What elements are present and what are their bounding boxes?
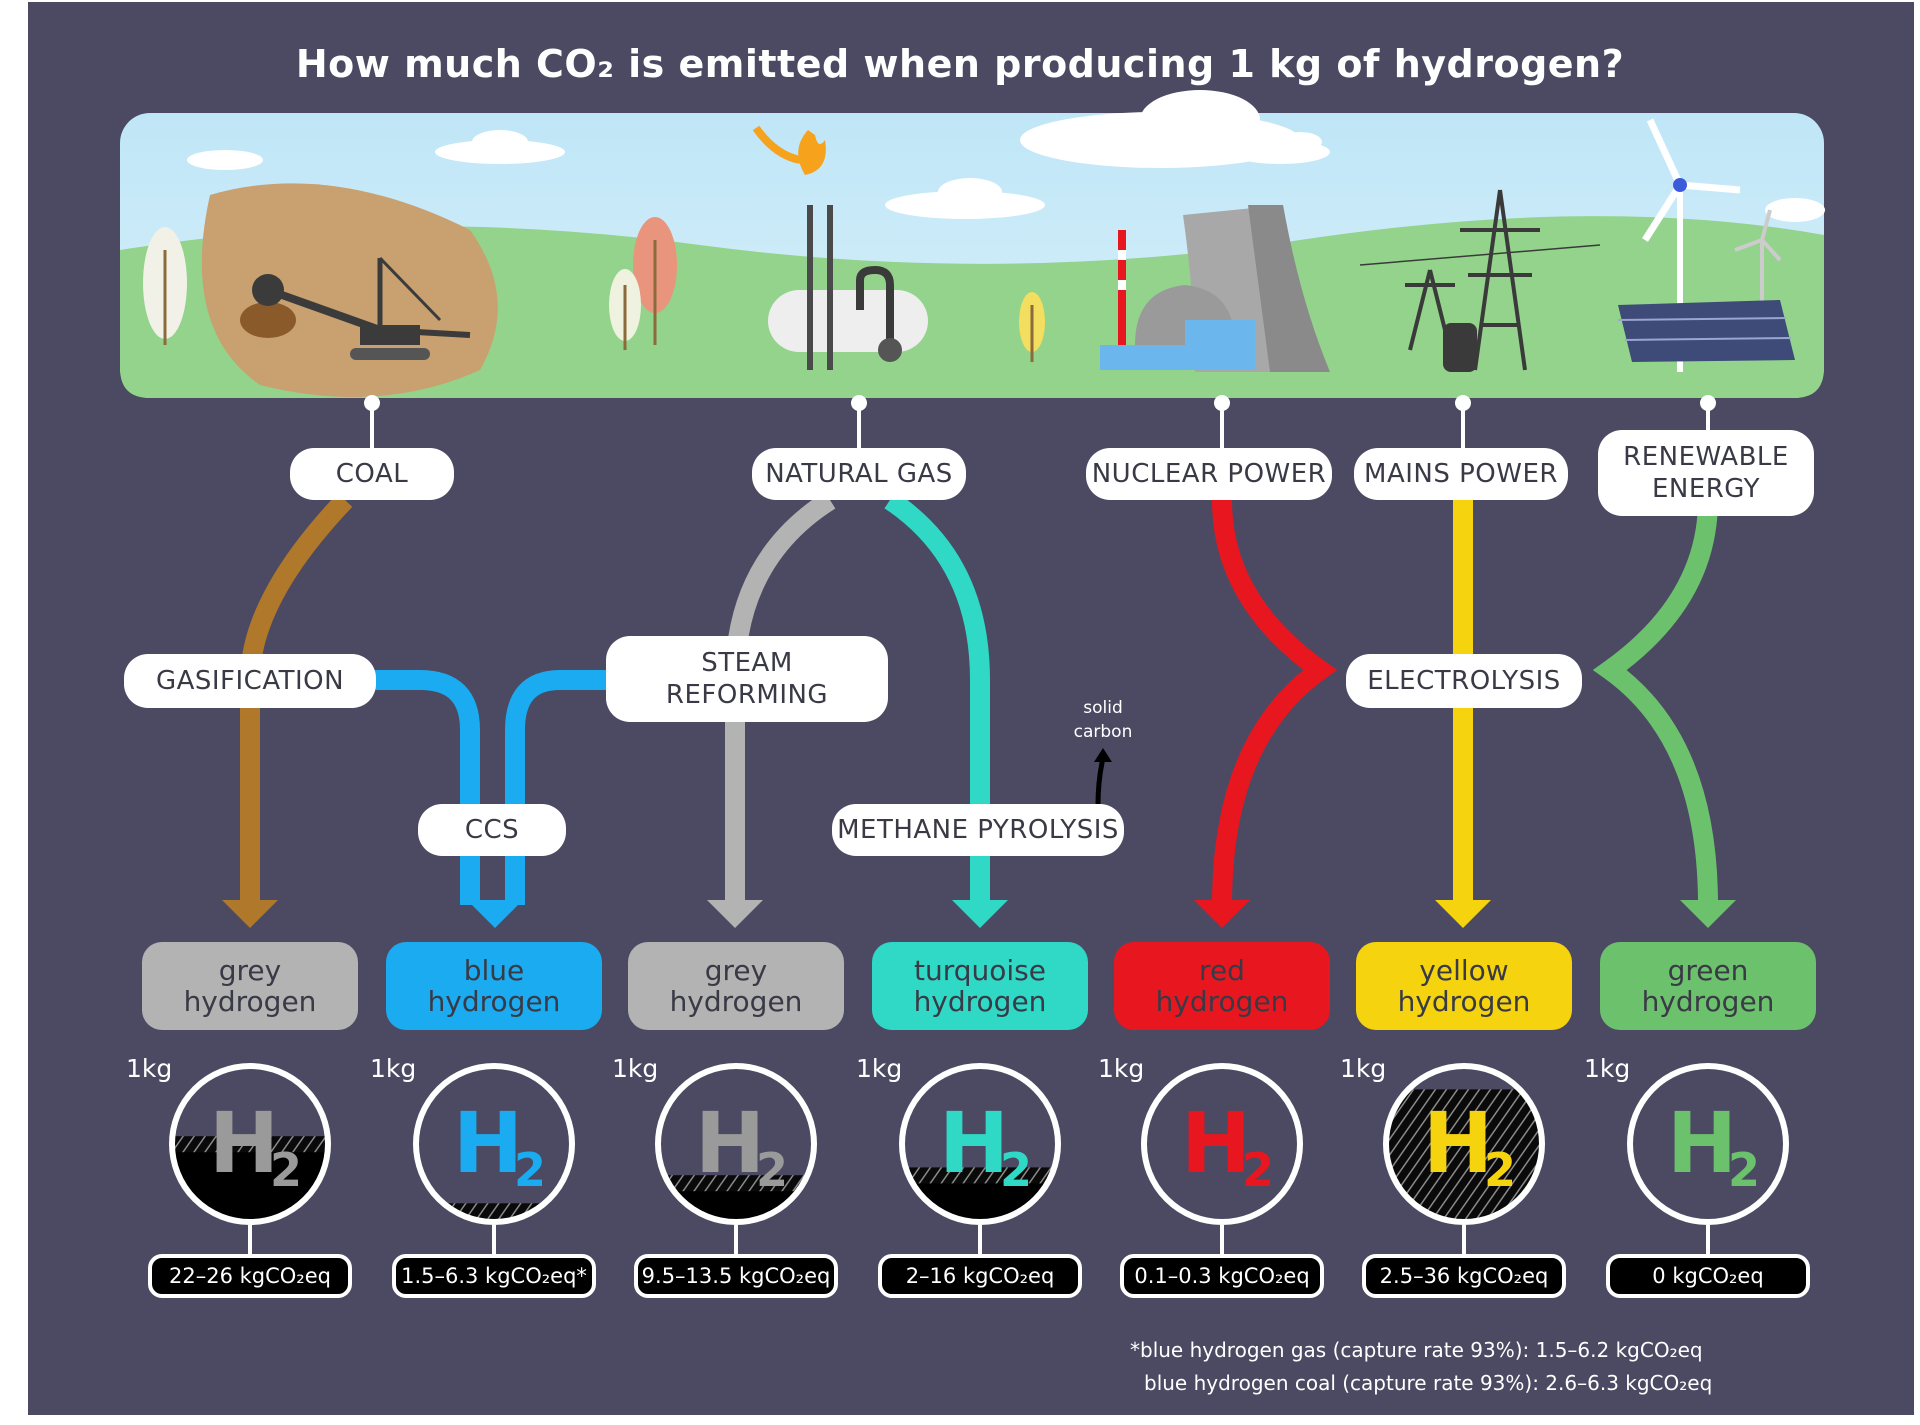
result-hydrogen-label: hydrogen: [1155, 985, 1289, 1018]
result-grey-hydrogen-gas: grey hydrogen: [628, 942, 844, 1030]
process-gasification: GASIFICATION: [124, 654, 376, 708]
emissions-label-blue: 1.5–6.3 kgCO₂eq*: [392, 1254, 596, 1298]
banner-connectors: [364, 395, 1716, 448]
h2-circle: H2: [413, 1063, 575, 1225]
h2-symbol: H: [1423, 1094, 1493, 1192]
reforming-line: REFORMING: [665, 680, 829, 710]
renewable-flow-arrow: [1592, 499, 1718, 906]
result-turquoise-hydrogen: turquoise hydrogen: [872, 942, 1088, 1030]
result-color-label: blue: [463, 954, 525, 987]
process-ccs: CCS: [418, 804, 566, 856]
renewable-line-2: ENERGY: [1651, 474, 1761, 504]
result-hydrogen-label: hydrogen: [183, 985, 317, 1018]
result-color-label: yellow: [1419, 954, 1509, 987]
mass-label: 1kg: [126, 1054, 173, 1083]
result-color-label: green: [1667, 954, 1749, 987]
emissions-label-grey-coal: 22–26 kgCO₂eq: [148, 1254, 352, 1298]
power-pylons-illustration: [1359, 189, 1601, 372]
footnote: *blue hydrogen gas (capture rate 93%): 1…: [1130, 1334, 1712, 1400]
circle-connectors: [248, 1225, 1710, 1256]
trees: [143, 217, 1045, 362]
emissions-label-yellow: 2.5–36 kgCO₂eq: [1362, 1254, 1566, 1298]
h2-symbol: H: [453, 1094, 523, 1192]
renewable-line-1: RENEWABLE: [1623, 442, 1789, 472]
result-color-label: grey: [704, 954, 768, 987]
process-electrolysis: ELECTROLYSIS: [1346, 654, 1582, 708]
emissions-label-turquoise: 2–16 kgCO₂eq: [878, 1254, 1082, 1298]
source-mains-power: MAINS POWER: [1354, 448, 1568, 500]
renewables-illustration: [1617, 118, 1795, 372]
page-title: How much CO₂ is emitted when producing 1…: [295, 42, 1625, 86]
gas-plant-illustration: [752, 125, 928, 370]
result-red-hydrogen: red hydrogen: [1114, 942, 1330, 1030]
result-green-hydrogen: green hydrogen: [1600, 942, 1816, 1030]
result-hydrogen-label: hydrogen: [913, 985, 1047, 1018]
h2-symbol: H: [695, 1094, 765, 1192]
arrow-heads: [222, 900, 1736, 928]
mass-label: 1kg: [856, 1054, 903, 1083]
solid-carbon-arrow: [1094, 748, 1112, 806]
footnote-line-gas: *blue hydrogen gas (capture rate 93%): 1…: [1130, 1338, 1703, 1362]
result-hydrogen-label: hydrogen: [1397, 985, 1531, 1018]
h2-symbol: H: [209, 1094, 279, 1192]
solid-label: solid: [1083, 698, 1123, 718]
mass-label: 1kg: [1584, 1054, 1631, 1083]
source-renewable-energy: RENEWABLE ENERGY: [1598, 430, 1814, 516]
result-blue-hydrogen: blue hydrogen: [386, 942, 602, 1030]
gas-turquoise-flow-arrow: [884, 491, 990, 905]
h2-symbol: H: [1181, 1094, 1251, 1192]
h2-circle: H2: [1627, 1063, 1789, 1225]
result-hydrogen-label: hydrogen: [427, 985, 561, 1018]
h2-subscript: 2: [270, 1143, 302, 1197]
clouds: [187, 90, 1825, 222]
h2-symbol: H: [939, 1094, 1009, 1192]
emissions-label-grey-gas: 9.5–13.5 kgCO₂eq: [634, 1254, 838, 1298]
mass-label: 1kg: [370, 1054, 417, 1083]
emissions-label-green: 0 kgCO₂eq: [1606, 1254, 1810, 1298]
h2-subscript: 2: [1000, 1143, 1032, 1197]
ccs-right-flow-arrow: [505, 670, 610, 905]
mass-label: 1kg: [1340, 1054, 1387, 1083]
coal-mine-illustration: [201, 183, 498, 397]
result-color-label: turquoise: [914, 954, 1046, 987]
steam-line: STEAM: [701, 648, 793, 678]
process-methane-pyrolysis: METHANE PYROLYSIS: [832, 804, 1124, 856]
h2-symbol: H: [1667, 1094, 1737, 1192]
source-nuclear-power: NUCLEAR POWER: [1086, 448, 1332, 500]
result-hydrogen-label: hydrogen: [669, 985, 803, 1018]
h2-subscript: 2: [1242, 1143, 1274, 1197]
ccs-left-flow-arrow: [370, 670, 480, 905]
nuclear-plant-illustration: [1100, 205, 1330, 372]
carbon-label: carbon: [1073, 722, 1133, 742]
result-yellow-hydrogen: yellow hydrogen: [1356, 942, 1572, 1030]
process-steam-reforming: STEAM REFORMING: [606, 636, 888, 722]
h2-subscript: 2: [514, 1143, 546, 1197]
landscape-banner: [120, 90, 1825, 398]
mass-label: 1kg: [612, 1054, 659, 1083]
source-coal: COAL: [290, 448, 454, 500]
h2-subscript: 2: [1728, 1143, 1760, 1197]
emissions-label-red: 0.1–0.3 kgCO₂eq: [1120, 1254, 1324, 1298]
nuclear-flow-arrow: [1212, 499, 1338, 906]
result-color-label: red: [1199, 954, 1245, 987]
h2-subscript: 2: [1484, 1143, 1516, 1197]
h2-circle: H2: [1141, 1063, 1303, 1225]
footnote-line-coal: blue hydrogen coal (capture rate 93%): 2…: [1144, 1371, 1713, 1395]
h2-circle: H2: [169, 1063, 331, 1225]
result-color-label: grey: [218, 954, 282, 987]
solid-carbon-label: solid carbon: [1058, 696, 1148, 744]
h2-circle: H2: [899, 1063, 1061, 1225]
result-grey-hydrogen-coal: grey hydrogen: [142, 942, 358, 1030]
h2-subscript: 2: [756, 1143, 788, 1197]
h2-circle: H2: [655, 1063, 817, 1225]
source-natural-gas: NATURAL GAS: [752, 448, 966, 500]
result-hydrogen-label: hydrogen: [1641, 985, 1775, 1018]
mass-label: 1kg: [1098, 1054, 1145, 1083]
h2-circle: H2: [1383, 1063, 1545, 1225]
